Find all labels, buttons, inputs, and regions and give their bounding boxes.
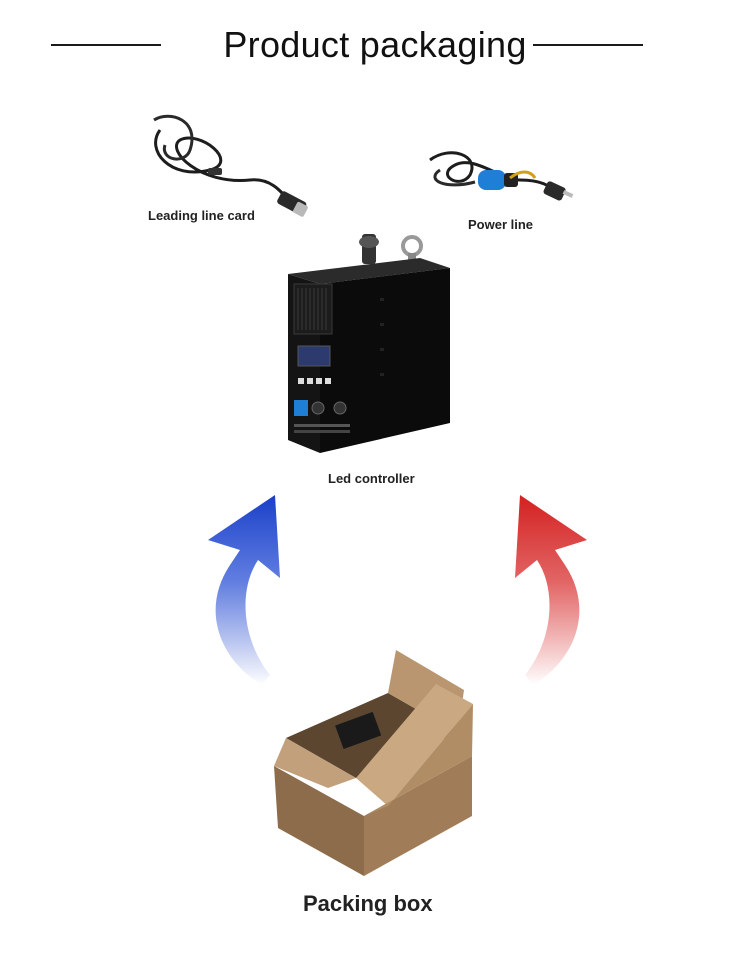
packing-box-label: Packing box (303, 891, 433, 916)
cable-xlr-icon (153, 114, 308, 217)
power-line-label: Power line (468, 217, 534, 232)
red-arrow-icon (515, 495, 587, 685)
power-cable-icon (429, 151, 574, 201)
title-rule-right (533, 44, 643, 46)
led-controller-label: Led controller (328, 471, 415, 486)
page-title: Product packaging (223, 24, 527, 65)
title-rule-left (51, 44, 161, 46)
led-controller-icon (288, 234, 450, 453)
cardboard-box-icon (274, 650, 473, 876)
blue-arrow-icon (208, 495, 280, 685)
leading-line-label: Leading line card (148, 208, 255, 223)
